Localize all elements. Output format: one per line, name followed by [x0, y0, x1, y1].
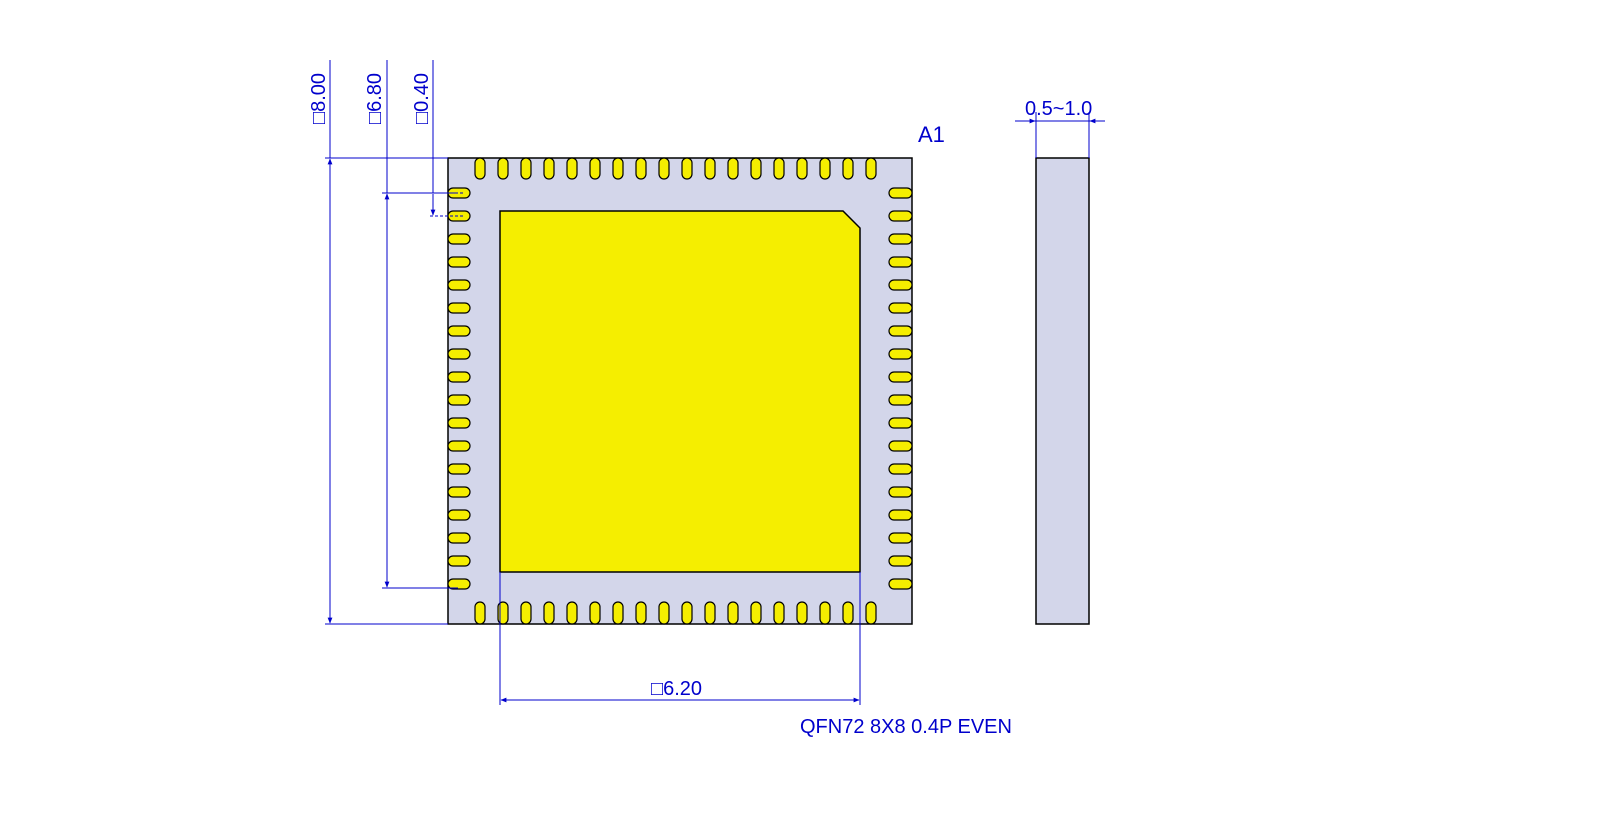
pins-right-column [888, 187, 913, 590]
pin-right [888, 394, 913, 406]
exposed-pad [499, 210, 861, 573]
pin-top [658, 157, 670, 180]
pin-top [543, 157, 555, 180]
pin-right [888, 371, 913, 383]
pin-top [681, 157, 693, 180]
pin-left [447, 394, 471, 406]
pin-right [888, 463, 913, 475]
pins-bottom-row [474, 601, 877, 625]
pin-right [888, 532, 913, 544]
pin-top [865, 157, 877, 180]
pin-bottom [865, 601, 877, 625]
pin-top [635, 157, 647, 180]
pin-bottom [842, 601, 854, 625]
pin-right [888, 256, 913, 268]
pin-top [520, 157, 532, 180]
pin-top [612, 157, 624, 180]
pin-top [819, 157, 831, 180]
pin-top [566, 157, 578, 180]
pin-bottom [566, 601, 578, 625]
pin-right [888, 440, 913, 452]
pin1-label: A1 [918, 122, 945, 147]
pin-bottom [612, 601, 624, 625]
pin-right [888, 210, 913, 222]
pin-right [888, 279, 913, 291]
pin-left [447, 417, 471, 429]
pin-right [888, 578, 913, 590]
pin-left [447, 233, 471, 245]
pin-bottom [635, 601, 647, 625]
dim-body-size: □8.00 [308, 60, 448, 625]
pin-top [589, 157, 601, 180]
pin-left [447, 325, 471, 337]
dim-pitch-label: □0.40 [411, 73, 433, 124]
pin-right [888, 509, 913, 521]
pin-right [888, 233, 913, 245]
pin-right [888, 555, 913, 567]
pin-left [447, 256, 471, 268]
pin-bottom [773, 601, 785, 625]
pin-right [888, 187, 913, 199]
dim-exposed-pad: □6.20 [499, 572, 861, 705]
pin-left [447, 463, 471, 475]
pin-right [888, 417, 913, 429]
pin-bottom [796, 601, 808, 625]
pin-top [704, 157, 716, 180]
pin-bottom [750, 601, 762, 625]
pin-left [447, 532, 471, 544]
package-caption: QFN72 8X8 0.4P EVEN [800, 716, 1012, 738]
pin-left [447, 486, 471, 498]
dim-pin-span: □6.80 [364, 60, 458, 589]
pin-right [888, 302, 913, 314]
dim-body-size-label: □8.00 [308, 73, 330, 124]
side-view: 0.5~1.0 [1015, 98, 1105, 625]
pin-right [888, 486, 913, 498]
side-view-body [1035, 157, 1090, 625]
pin-top [727, 157, 739, 180]
pin-left [447, 279, 471, 291]
pin-top [796, 157, 808, 180]
pin-left [447, 509, 471, 521]
pin-left [447, 578, 471, 590]
pin-top [750, 157, 762, 180]
pins-top-row [474, 157, 877, 180]
dim-pitch: □0.40 [411, 60, 465, 217]
dim-pin-span-label: □6.80 [364, 73, 386, 124]
side-thickness-label: 0.5~1.0 [1025, 98, 1092, 120]
pin-bottom [543, 601, 555, 625]
pin-bottom [704, 601, 716, 625]
dim-exposed-pad-label: □6.20 [651, 678, 702, 700]
pin-bottom [520, 601, 532, 625]
pin-bottom [819, 601, 831, 625]
pin-bottom [589, 601, 601, 625]
top-view: A1 [447, 122, 945, 625]
pin-top [474, 157, 486, 180]
pin-left [447, 348, 471, 360]
pin-bottom [658, 601, 670, 625]
pin-left [447, 555, 471, 567]
pin-top [773, 157, 785, 180]
pin-right [888, 325, 913, 337]
pin-left [447, 440, 471, 452]
pins-left-column [447, 187, 471, 590]
pin-bottom [681, 601, 693, 625]
pin-left [447, 371, 471, 383]
pin-top [497, 157, 509, 180]
pin-top [842, 157, 854, 180]
pin-bottom [727, 601, 739, 625]
pin-bottom [474, 601, 486, 625]
pin-left [447, 302, 471, 314]
pin-right [888, 348, 913, 360]
